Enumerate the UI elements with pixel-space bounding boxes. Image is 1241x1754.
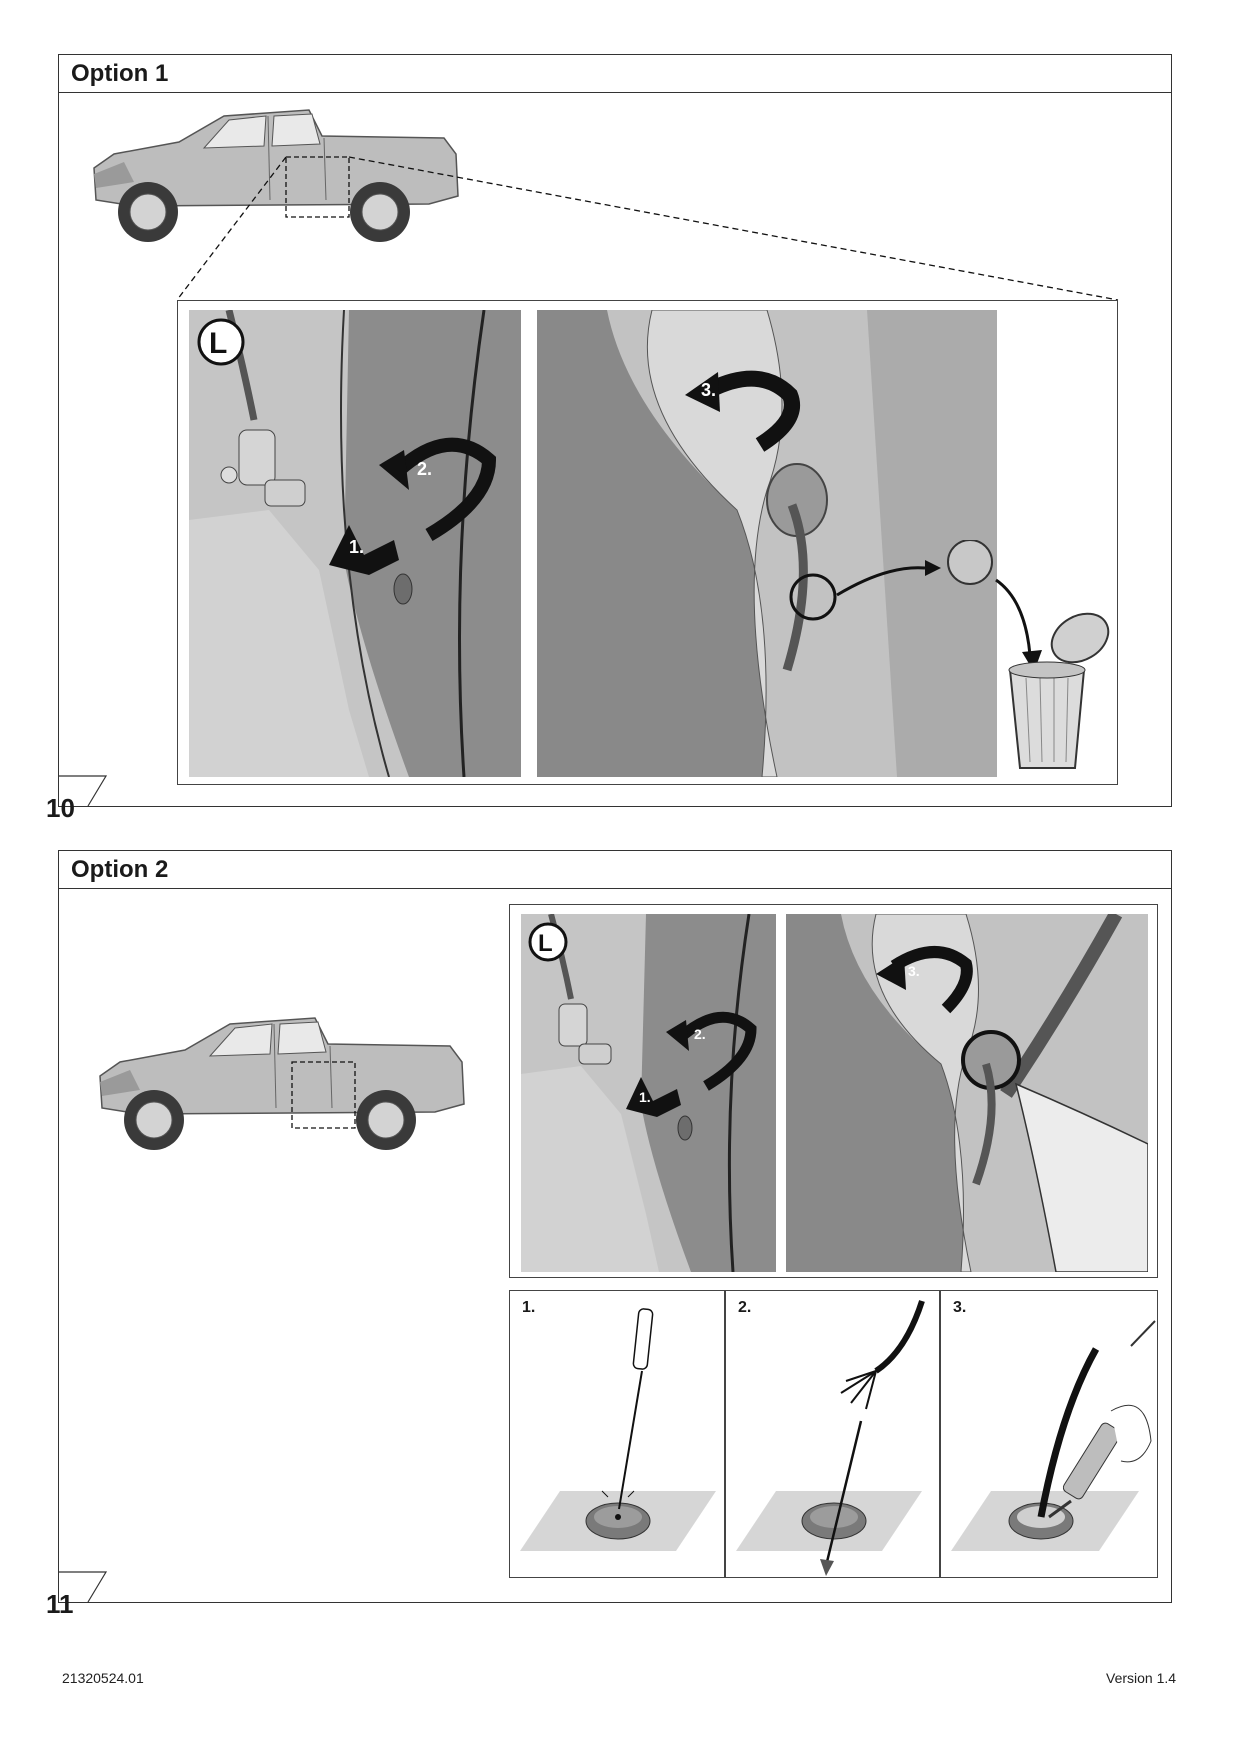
left-side-badge: L bbox=[209, 327, 227, 360]
version-label: Version 1.4 bbox=[1106, 1670, 1177, 1686]
detail-remove-connector: 1. 2. L bbox=[189, 310, 521, 777]
arrow-label-1: 1. bbox=[639, 1089, 651, 1105]
pickup-truck-illustration bbox=[93, 109, 459, 242]
arrow-label-3: 3. bbox=[908, 963, 920, 979]
sub-step-3-label: 3. bbox=[953, 1299, 967, 1316]
arrow-label-2: 2. bbox=[417, 459, 432, 479]
cable-bundle-icon bbox=[736, 1300, 925, 1576]
step-10-number: 10 bbox=[46, 793, 75, 823]
sub-step-2-frame: 2. bbox=[725, 1290, 940, 1578]
document-number: 21320524.01 bbox=[62, 1670, 144, 1686]
arrow-label-2: 2. bbox=[694, 1026, 706, 1042]
detail-remove-connector: 1. 2. L bbox=[521, 914, 776, 1272]
sub-step-3-frame: 3. bbox=[940, 1290, 1158, 1578]
option-2-title: Option 2 bbox=[71, 856, 169, 883]
screwdriver-icon bbox=[520, 1308, 716, 1551]
arrow-label-3: 3. bbox=[701, 380, 716, 400]
left-side-badge: L bbox=[538, 930, 553, 957]
curved-arrow-icon: 3. bbox=[685, 370, 800, 452]
sub-step-2-label: 2. bbox=[738, 1299, 752, 1316]
detail-remove-grommet bbox=[537, 310, 997, 777]
detail-cable-entry: 3. bbox=[786, 914, 1148, 1272]
pickup-truck-illustration bbox=[99, 1017, 465, 1150]
step-11-header: Option 2 bbox=[59, 851, 1171, 889]
step-10-corner-mark bbox=[58, 775, 108, 807]
step-11-corner-mark bbox=[58, 1571, 108, 1603]
sealant-gun-icon bbox=[951, 1320, 1156, 1551]
sub-step-1-frame: 1. bbox=[509, 1290, 725, 1578]
trash-can-icon bbox=[947, 540, 1110, 769]
step-11-number: 11 bbox=[46, 1589, 74, 1619]
option-1-title: Option 1 bbox=[71, 60, 169, 87]
arrow-label-1: 1. bbox=[349, 537, 364, 557]
sub-step-1-label: 1. bbox=[522, 1299, 536, 1316]
step-10-header: Option 1 bbox=[59, 55, 1171, 93]
